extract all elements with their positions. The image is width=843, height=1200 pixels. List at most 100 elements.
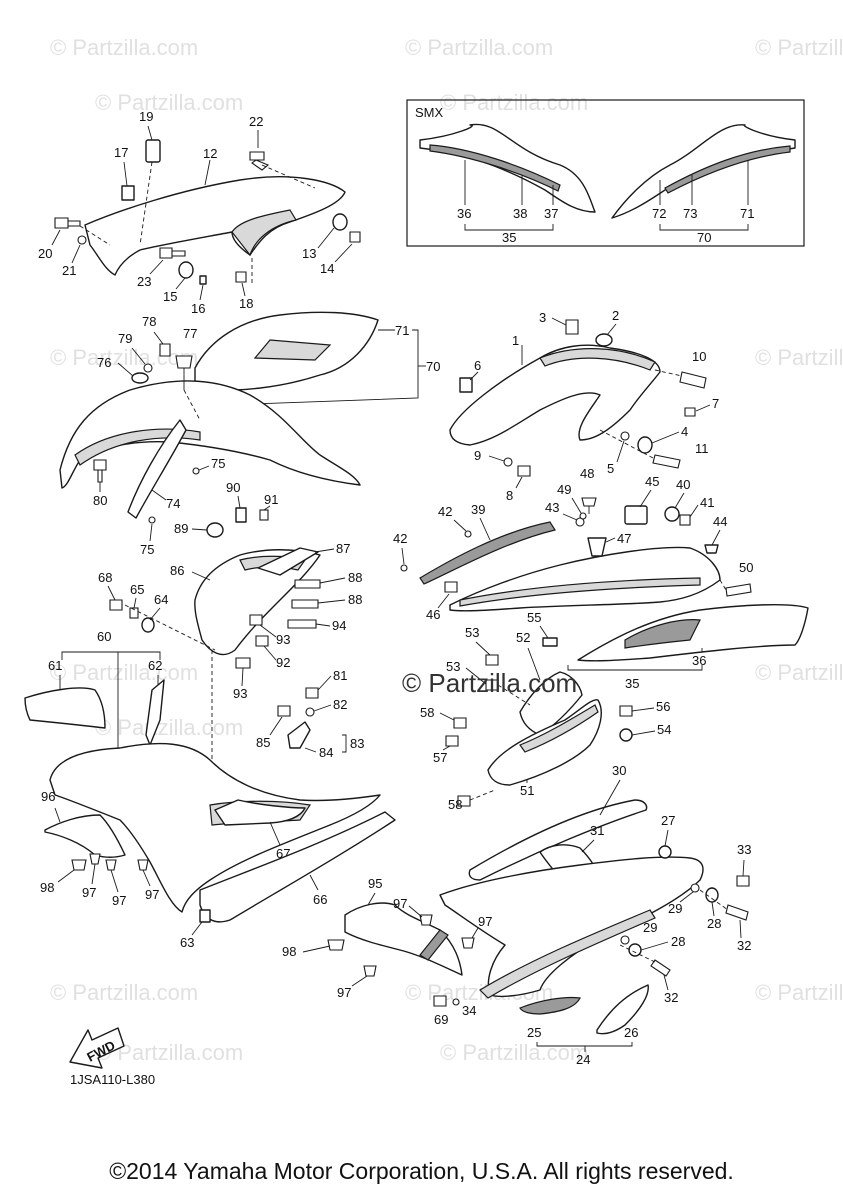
washer-34 — [452, 998, 460, 1006]
callout-64: 64 — [154, 592, 168, 607]
callout-56: 56 — [656, 699, 670, 714]
callout-58-upper: 58 — [420, 705, 434, 720]
callout-14: 14 — [320, 261, 334, 276]
callout-70-left: 70 — [426, 359, 440, 374]
bolt-22 — [249, 130, 270, 171]
callout-58-lower: 58 — [448, 797, 462, 812]
screw-58-lower — [457, 795, 471, 807]
decal-61 — [24, 687, 106, 729]
callout-71: 71 — [740, 206, 754, 221]
bolt-53-upper — [485, 654, 499, 666]
callout-36: 36 — [457, 206, 471, 221]
grommet-40 — [664, 506, 680, 522]
callout-24: 24 — [576, 1052, 590, 1067]
callout-23: 23 — [137, 274, 151, 289]
callout-35: 35 — [502, 230, 516, 245]
callout-35: 35 — [625, 676, 639, 691]
grommet-4 — [637, 436, 653, 454]
callout-19: 19 — [139, 109, 153, 124]
callout-70: 70 — [697, 230, 711, 245]
callout-77: 77 — [183, 326, 197, 341]
washer-82 — [305, 707, 315, 717]
bracket-12-inner — [231, 209, 297, 257]
screw-8 — [517, 465, 531, 477]
rivet-47 — [587, 537, 607, 557]
trim-39 — [419, 521, 556, 585]
bolt-32-upper — [725, 904, 749, 921]
callout-94: 94 — [332, 618, 346, 633]
watermark-2: © Partzilla.com — [405, 35, 553, 60]
callout-74: 74 — [166, 496, 180, 511]
callout-36: 36 — [692, 653, 706, 668]
screw-69 — [433, 995, 447, 1007]
callout-38: 38 — [513, 206, 527, 221]
collar-29-upper — [690, 883, 700, 893]
clip-42-upper — [464, 530, 472, 538]
screw-93-upper — [249, 614, 263, 626]
clip-75-lower — [148, 516, 156, 524]
watermark-10: © Partzilla.com — [755, 660, 843, 685]
callout-29-lower: 29 — [643, 920, 657, 935]
rivet-97-c — [137, 859, 149, 871]
screw-93-lower — [235, 657, 251, 669]
callout-84: 84 — [319, 745, 333, 760]
rivet-78 — [159, 343, 171, 357]
clip-55 — [542, 637, 558, 647]
callout-68: 68 — [98, 570, 112, 585]
rivet-97-e — [461, 937, 475, 949]
callout-60: 60 — [97, 629, 111, 644]
callout-25: 25 — [527, 1025, 541, 1040]
clip-75-upper — [192, 467, 200, 475]
bracket-84 — [287, 721, 311, 749]
callout-43: 43 — [545, 500, 559, 515]
smx-label: SMX — [415, 105, 444, 120]
grommet-2 — [595, 333, 613, 347]
callout-31: 31 — [590, 823, 604, 838]
bolt-80 — [93, 459, 107, 483]
callout-62: 62 — [148, 658, 162, 673]
callout-32-lower: 32 — [664, 990, 678, 1005]
watermark-9: © Partzilla.com — [50, 660, 198, 685]
side-cover-inner — [74, 428, 201, 466]
panel-95-edge — [419, 929, 449, 961]
callout-98-center: 98 — [282, 944, 296, 959]
rivet-97-d — [419, 914, 433, 926]
side-panel-stripe — [459, 577, 701, 607]
callout-37: 37 — [544, 206, 558, 221]
side-cover-assembly-left: 71 70 74 75 75 80 77 78 79 76 — [59, 311, 440, 557]
under-panel-66 — [199, 811, 396, 923]
duct-86 — [194, 549, 321, 656]
callout-92: 92 — [276, 655, 290, 670]
center-watermark: © Partzilla.com — [402, 668, 578, 698]
rivet-98-left — [71, 859, 87, 871]
callout-1: 1 — [512, 333, 519, 348]
fairing-main — [49, 742, 381, 913]
callout-53-upper: 53 — [465, 625, 479, 640]
callout-13: 13 — [302, 246, 316, 261]
bolt-88-upper — [294, 579, 321, 589]
callout-3: 3 — [539, 310, 546, 325]
callout-87: 87 — [336, 541, 350, 556]
fairing-right-stripe — [479, 909, 656, 999]
callout-5: 5 — [607, 461, 614, 476]
callout-11: 11 — [695, 441, 709, 456]
watermark-5: © Partzilla.com — [440, 90, 588, 115]
decal-36-accent — [624, 619, 701, 649]
callout-7: 7 — [712, 396, 719, 411]
diagram-code: 1JSA110-L380 — [70, 1072, 156, 1087]
callout-53-lower: 53 — [446, 659, 460, 674]
callout-71-left: 71 — [395, 323, 409, 338]
bracket-87 — [257, 547, 319, 576]
callout-81: 81 — [333, 668, 347, 683]
bolt-32-lower — [650, 959, 671, 977]
bolt-85 — [277, 705, 291, 717]
washer-79 — [143, 363, 153, 373]
callout-46: 46 — [426, 607, 440, 622]
callout-80: 80 — [93, 493, 107, 508]
watermark-4: © Partzilla.com — [95, 90, 243, 115]
collar-16 — [199, 275, 207, 285]
callout-49: 49 — [557, 482, 571, 497]
clip-63 — [199, 909, 211, 923]
clip-44 — [704, 544, 719, 554]
callout-42-upper: 42 — [438, 504, 452, 519]
